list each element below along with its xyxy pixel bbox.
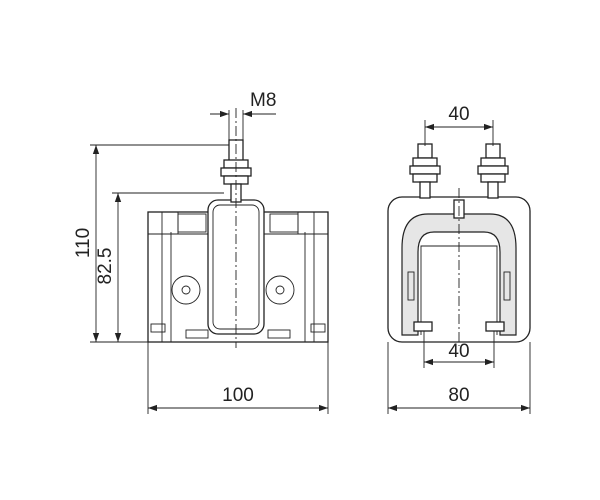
side-view xyxy=(387,143,531,346)
front-wheel-left xyxy=(171,275,201,305)
height-total-dimension: 110 xyxy=(73,144,229,343)
channel-width-dimension: 40 xyxy=(423,331,495,368)
thread-label: M8 xyxy=(250,90,276,111)
bolt-spacing-dimension: 40 xyxy=(424,104,494,146)
height-body-label: 82.5 xyxy=(95,248,116,285)
height-body-dimension: 82.5 xyxy=(95,192,224,342)
width-front-dimension: 100 xyxy=(147,342,329,414)
bolt-spacing-label: 40 xyxy=(448,104,469,125)
side-bolt-left xyxy=(409,143,441,199)
width-front-label: 100 xyxy=(222,385,254,406)
front-view xyxy=(147,108,329,348)
side-bolt-right xyxy=(477,143,509,199)
front-wheel-right xyxy=(265,275,295,305)
width-side-label: 80 xyxy=(448,385,469,406)
width-side-dimension: 80 xyxy=(387,342,531,414)
height-total-label: 110 xyxy=(73,228,94,258)
thread-dimension: M8 xyxy=(210,90,276,142)
channel-width-label: 40 xyxy=(448,341,469,362)
